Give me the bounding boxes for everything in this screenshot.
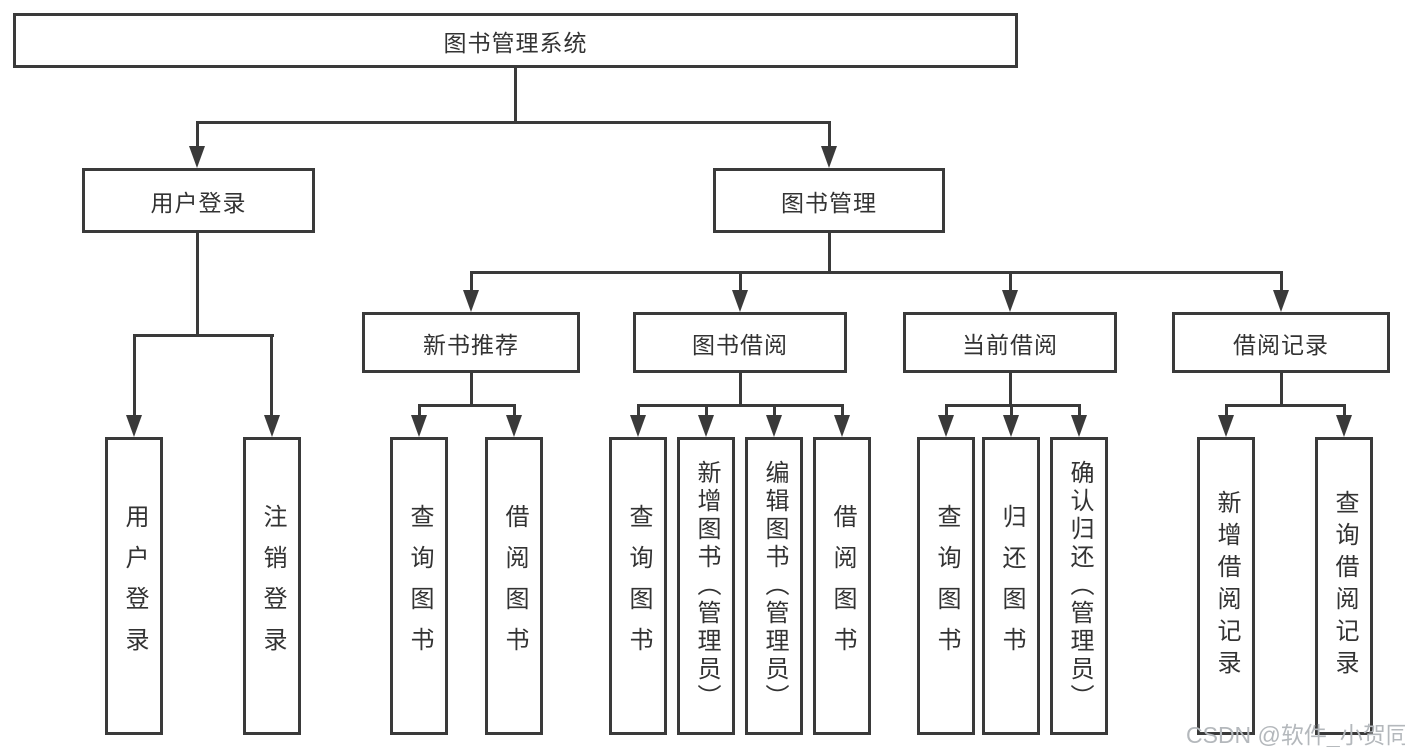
connector-vline	[1225, 404, 1228, 418]
connector-vline	[945, 404, 948, 418]
connector-vline	[1078, 404, 1081, 418]
connector-hline	[637, 404, 844, 407]
node-root: 图书管理系统	[13, 13, 1018, 68]
connector-vline	[196, 233, 199, 337]
connector-arrowhead	[766, 415, 782, 437]
node-book-management-label: 图书管理	[781, 189, 877, 216]
connector-arrowhead	[821, 146, 837, 168]
node-book-borrow: 图书借阅	[633, 312, 847, 373]
leaf-query-books-current-label: 查询图书	[933, 504, 960, 668]
connector-vline	[1280, 271, 1283, 293]
connector-arrowhead	[1071, 415, 1087, 437]
leaf-user-login-label: 用户登录	[121, 504, 148, 668]
node-book-management: 图书管理	[713, 168, 945, 233]
connector-arrowhead	[126, 415, 142, 437]
leaf-borrow-books-recommend-label: 借阅图书	[501, 504, 528, 668]
connector-vline	[514, 68, 517, 124]
node-new-book-recommend-label: 新书推荐	[423, 331, 519, 358]
connector-arrowhead	[506, 415, 522, 437]
leaf-borrow-books-borrow: 借阅图书	[813, 437, 871, 735]
node-borrow-records: 借阅记录	[1172, 312, 1390, 373]
leaf-logout-label: 注销登录	[259, 504, 286, 668]
leaf-add-borrow-record: 新增借阅记录	[1197, 437, 1255, 735]
leaf-query-books-recommend: 查询图书	[390, 437, 448, 735]
leaf-add-book-admin-label: 新增图书（管理员）	[693, 460, 720, 712]
connector-vline	[739, 373, 742, 407]
leaf-query-books-current: 查询图书	[917, 437, 975, 735]
connector-vline	[1009, 373, 1012, 407]
connector-arrowhead	[411, 415, 427, 437]
connector-vline	[470, 373, 473, 407]
leaf-query-books-recommend-label: 查询图书	[406, 504, 433, 668]
connector-vline	[470, 271, 473, 293]
connector-vline	[1280, 373, 1283, 407]
connector-vline	[133, 334, 136, 418]
connector-arrowhead	[732, 290, 748, 312]
connector-vline	[637, 404, 640, 418]
leaf-edit-book-admin-label: 编辑图书（管理员）	[761, 460, 788, 712]
connector-vline	[828, 121, 831, 149]
connector-vline	[705, 404, 708, 418]
connector-arrowhead	[1273, 290, 1289, 312]
node-borrow-records-label: 借阅记录	[1233, 331, 1329, 358]
connector-vline	[270, 334, 273, 418]
leaf-borrow-books-recommend: 借阅图书	[485, 437, 543, 735]
connector-arrowhead	[630, 415, 646, 437]
leaf-edit-book-admin: 编辑图书（管理员）	[745, 437, 803, 735]
node-book-borrow-label: 图书借阅	[692, 331, 788, 358]
node-current-borrow: 当前借阅	[903, 312, 1117, 373]
leaf-user-login: 用户登录	[105, 437, 163, 735]
connector-hline	[1225, 404, 1346, 407]
leaf-query-books-borrow: 查询图书	[609, 437, 667, 735]
connector-hline	[470, 271, 1283, 274]
watermark: CSDN @软件_小贺同学	[1186, 722, 1405, 747]
connector-vline	[1010, 404, 1013, 418]
connector-vline	[1009, 271, 1012, 293]
connector-arrowhead	[264, 415, 280, 437]
connector-vline	[773, 404, 776, 418]
connector-vline	[418, 404, 421, 418]
node-current-borrow-label: 当前借阅	[962, 331, 1058, 358]
leaf-query-borrow-record: 查询借阅记录	[1315, 437, 1373, 735]
connector-arrowhead	[834, 415, 850, 437]
connector-hline	[418, 404, 516, 407]
connector-vline	[513, 404, 516, 418]
leaf-confirm-return-admin-label: 确认归还（管理员）	[1066, 460, 1093, 712]
leaf-borrow-books-borrow-label: 借阅图书	[829, 504, 856, 668]
connector-arrowhead	[1336, 415, 1352, 437]
leaf-return-books: 归还图书	[982, 437, 1040, 735]
connector-arrowhead	[463, 290, 479, 312]
connector-arrowhead	[1003, 415, 1019, 437]
leaf-query-books-borrow-label: 查询图书	[625, 504, 652, 668]
connector-vline	[828, 233, 831, 274]
connector-hline	[133, 334, 274, 337]
leaf-confirm-return-admin: 确认归还（管理员）	[1050, 437, 1108, 735]
leaf-logout: 注销登录	[243, 437, 301, 735]
node-root-label: 图书管理系统	[443, 29, 588, 56]
connector-vline	[841, 404, 844, 418]
connector-vline	[1343, 404, 1346, 418]
leaf-query-borrow-record-label: 查询借阅记录	[1331, 490, 1358, 682]
node-user-login-label: 用户登录	[150, 189, 247, 216]
connector-arrowhead	[1002, 290, 1018, 312]
connector-hline	[945, 404, 1081, 407]
connector-hline	[196, 121, 831, 124]
connector-vline	[739, 271, 742, 293]
node-user-login: 用户登录	[82, 168, 315, 233]
connector-arrowhead	[1218, 415, 1234, 437]
leaf-return-books-label: 归还图书	[998, 504, 1025, 668]
leaf-add-borrow-record-label: 新增借阅记录	[1213, 490, 1240, 682]
connector-arrowhead	[189, 146, 205, 168]
connector-arrowhead	[938, 415, 954, 437]
connector-vline	[196, 121, 199, 149]
connector-arrowhead	[698, 415, 714, 437]
node-new-book-recommend: 新书推荐	[362, 312, 580, 373]
leaf-add-book-admin: 新增图书（管理员）	[677, 437, 735, 735]
